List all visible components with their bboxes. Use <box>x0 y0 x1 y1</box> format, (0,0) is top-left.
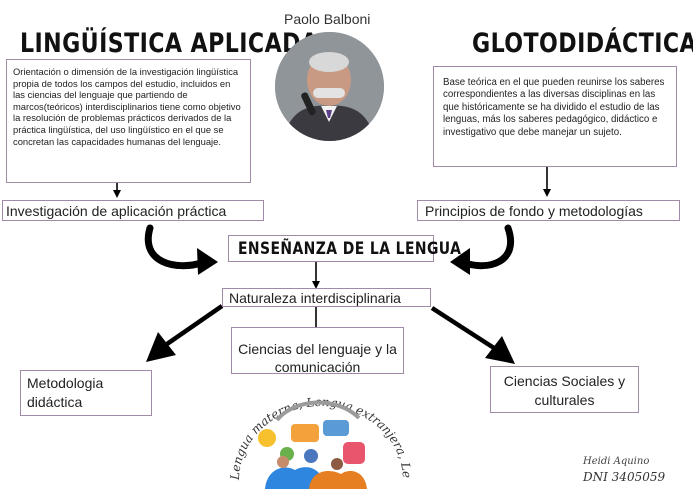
right-definition-text: Base teórica en el que pueden reunirse l… <box>443 77 665 138</box>
left-definition-text: Orientación o dimensión de la investigac… <box>13 66 241 147</box>
branch-language-sciences: Ciencias del lenguaje y la comunicación <box>231 327 404 375</box>
right-definition-box: Base teórica en el que pueden reunirse l… <box>433 66 677 167</box>
nature-label: Naturaleza interdisciplinaria <box>222 288 431 307</box>
diagonal-arrow-left <box>165 304 224 346</box>
branch-methodology-text: Metodologia didáctica <box>27 375 104 410</box>
left-result-label: Investigación de aplicación práctica <box>2 200 264 221</box>
branch-methodology: Metodologia didáctica <box>20 370 152 416</box>
branch-social-sciences-text: Ciencias Sociales y culturales <box>503 373 626 408</box>
languages-illustration: Lengua materna, Lengua extranjera, Lengu… <box>225 380 415 489</box>
author-portrait <box>275 32 384 141</box>
right-title: GLOTODIDÁCTICA <box>472 28 693 59</box>
branch-social-sciences: Ciencias Sociales y culturales <box>490 366 639 413</box>
author-name: Paolo Balboni <box>284 11 371 27</box>
signature-name: Heidi Aquino <box>583 456 650 467</box>
left-definition-box: Orientación o dimensión de la investigac… <box>6 59 251 183</box>
branch-language-sciences-text: Ciencias del lenguaje y la comunicación <box>238 341 397 375</box>
left-result-text: Investigación de aplicación práctica <box>6 203 227 219</box>
curved-arrow-left <box>144 224 209 270</box>
right-result-label: Principios de fondo y metodologías <box>417 200 680 221</box>
right-result-text: Principios de fondo y metodologías <box>425 203 643 219</box>
nature-text: Naturaleza interdisciplinaria <box>229 290 401 306</box>
signature-id: DNI 3405059 <box>583 470 666 484</box>
center-title: ENSEÑANZA DE LA LENGUA <box>238 239 462 259</box>
arc-text: Lengua materna, Lengua extranjera, Lengu… <box>225 380 414 481</box>
left-title: LINGÜÍSTICA APLICADA <box>20 28 319 59</box>
diagonal-arrow-right <box>430 306 496 350</box>
center-title-box: ENSEÑANZA DE LA LENGUA <box>228 235 461 262</box>
